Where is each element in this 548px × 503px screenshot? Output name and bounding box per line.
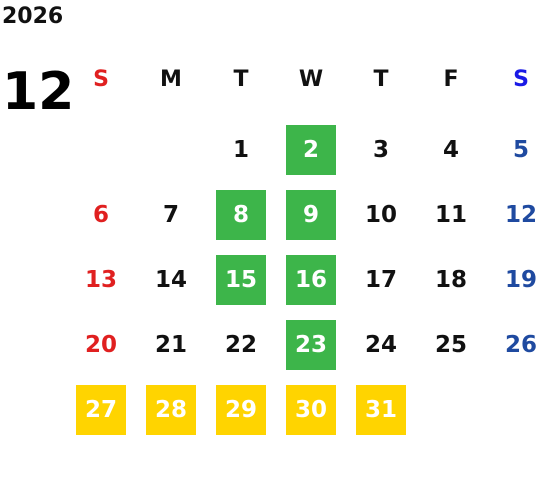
weekday-header-tue: T	[233, 67, 249, 92]
day-cell-4[interactable]: 4	[442, 137, 459, 163]
day-cell-13[interactable]: 13	[84, 267, 117, 293]
day-cell-15[interactable]: 15	[216, 255, 266, 305]
day-cell-2[interactable]: 2	[286, 125, 336, 175]
day-cell-27[interactable]: 27	[76, 385, 126, 435]
day-cell-12[interactable]: 12	[504, 202, 537, 228]
day-cell-10[interactable]: 10	[364, 202, 397, 228]
weekday-header-fri: F	[443, 67, 459, 92]
month-label: 12	[2, 62, 75, 122]
weekday-header-sat: S	[513, 67, 529, 92]
day-cell-3[interactable]: 3	[372, 137, 389, 163]
weekday-header-mon: M	[160, 67, 182, 92]
day-cell-16[interactable]: 16	[286, 255, 336, 305]
day-cell-6[interactable]: 6	[92, 202, 109, 228]
year-label: 2026	[2, 4, 64, 29]
day-cell-8[interactable]: 8	[216, 190, 266, 240]
weekday-header-wed: W	[298, 67, 324, 92]
day-cell-25[interactable]: 25	[434, 332, 467, 358]
day-cell-31[interactable]: 31	[356, 385, 406, 435]
day-cell-20[interactable]: 20	[84, 332, 117, 358]
weekday-header-thu: T	[373, 67, 389, 92]
day-cell-14[interactable]: 14	[154, 267, 187, 293]
day-cell-29[interactable]: 29	[216, 385, 266, 435]
day-cell-24[interactable]: 24	[364, 332, 397, 358]
day-cell-28[interactable]: 28	[146, 385, 196, 435]
day-cell-21[interactable]: 21	[154, 332, 187, 358]
day-cell-22[interactable]: 22	[224, 332, 257, 358]
day-cell-7[interactable]: 7	[162, 202, 179, 228]
day-cell-1[interactable]: 1	[232, 137, 249, 163]
day-cell-30[interactable]: 30	[286, 385, 336, 435]
day-cell-26[interactable]: 26	[504, 332, 537, 358]
day-cell-23[interactable]: 23	[286, 320, 336, 370]
day-cell-11[interactable]: 11	[434, 202, 467, 228]
day-cell-19[interactable]: 19	[504, 267, 537, 293]
day-cell-5[interactable]: 5	[512, 137, 529, 163]
day-cell-17[interactable]: 17	[364, 267, 397, 293]
day-cell-18[interactable]: 18	[434, 267, 467, 293]
day-cell-9[interactable]: 9	[286, 190, 336, 240]
weekday-header-sun: S	[93, 67, 109, 92]
